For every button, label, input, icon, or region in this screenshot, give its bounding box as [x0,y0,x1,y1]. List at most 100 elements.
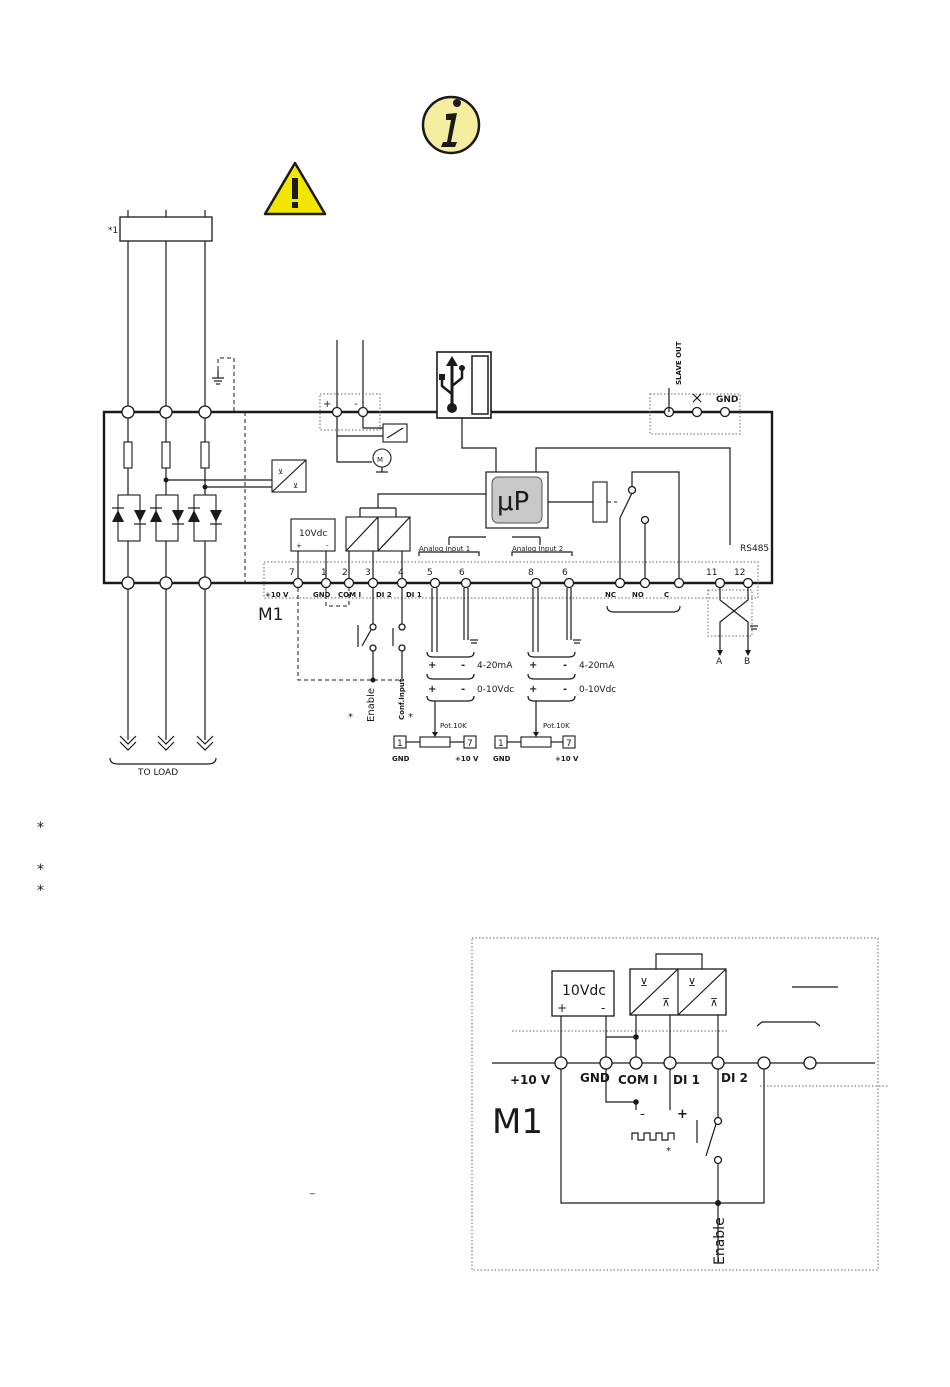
ai2-range-v: 0-10Vdc [579,685,616,695]
detail-enable-label: Enable [712,1217,728,1265]
motor-icon: M [372,448,392,473]
detail-terminal-di2: DI 2 [721,1071,748,1085]
pulse-signal [631,1132,675,1141]
svg-text:M: M [377,456,383,464]
terminal-name-no: NO [632,591,644,599]
ai1-range-ma: 4-20mA [477,661,513,671]
analog-input-2-label: Analog Input 2 [512,545,563,553]
detail-schematic: 10Vdc + - ⊻⊼ ⊻⊼ +10 V GND COM I DI 1 DI … [471,937,888,1271]
detail-vdc-label: 10Vdc [562,983,606,999]
thyristor-2 [150,494,184,542]
footnote-star-3: * [37,883,44,899]
conf-input-label: Conf.Input [398,678,406,720]
detail-star: * [666,1146,671,1157]
detail-terminal-gnd: GND [580,1071,610,1085]
terminal-row [292,577,754,589]
terminal-num-11: 11 [706,568,717,578]
to-load-label: TO LOAD [137,768,178,778]
ai2-plus-2: + [529,684,537,695]
vdc-minus: - [326,542,329,550]
terminal-name-com: COM I [338,591,361,599]
svg-text:⊻: ⊻ [688,976,696,989]
pot2-gnd: GND [493,755,511,763]
footnote-star-2: * [37,862,44,878]
ai1-minus-2: - [461,684,465,695]
enable-label-top: Enable [366,688,377,722]
terminal-num-6b: 6 [562,568,568,578]
usb-icon [436,351,492,419]
load-arrows [119,735,214,751]
module-label-m1: M1 [258,605,283,625]
detail-vdc-minus: - [601,1001,605,1015]
svg-text:⊼: ⊼ [710,996,718,1009]
svg-text:⊻: ⊻ [278,468,283,476]
potentiometer-2 [520,736,552,748]
svg-text:⊻: ⊻ [293,482,298,490]
controller-housing [102,410,774,585]
relay-coil [592,481,608,523]
terminal-num-7: 7 [289,568,295,578]
ai1-plus-1: + [428,660,436,671]
ai2-minus-1: - [563,660,567,671]
terminal-num-8: 8 [528,568,534,578]
slave-out-label: SLAVE OUT [675,341,683,385]
detail-terminal-row [554,1056,817,1070]
terminal-name-10v: +10 V [265,591,289,599]
terminal-name-gnd: GND [313,591,331,599]
terminal-num-5: 5 [427,568,433,578]
pot2-10v: +10 V [555,755,579,763]
pulse-plus: + [677,1107,688,1122]
dash-mark: _ [309,1184,316,1195]
terminal-name-di2: DI 2 [376,591,392,599]
pot1-10v: +10 V [455,755,479,763]
star-conf: * [408,712,413,723]
potentiometer-1 [419,736,451,748]
vdc-supply-box [290,518,336,552]
pot1-gnd: GND [392,755,410,763]
ai2-range-ma: 4-20mA [579,661,615,671]
info-icon [421,95,481,155]
pot2-label: Pot.10K [543,722,570,730]
ai1-plus-2: + [428,684,436,695]
terminal-name-di1: DI 1 [406,591,422,599]
analog-input-1-label: Analog Input 1 [419,545,470,553]
power-plus-label: + [323,399,331,410]
top-schematic: *1 [102,210,774,778]
detail-vdc-box [551,970,615,1017]
terminal-num-4: 4 [398,568,404,578]
rs485-label: RS485 [740,544,769,554]
terminal-num-6a: 6 [459,568,465,578]
terminal-num-1: 1 [321,568,327,578]
pulse-minus: - [640,1107,645,1122]
star1-label: *1 [108,226,118,236]
ai1-minus-1: - [461,660,465,671]
pot2-pin7: 7 [566,739,572,749]
detail-terminal-di1: DI 1 [673,1073,700,1087]
ai1-range-v: 0-10Vdc [477,685,514,695]
rs485-a: A [716,657,723,667]
ai2-minus-2: - [563,684,567,695]
detail-vdc-plus: + [557,1001,567,1015]
footnote-star-1: * [37,820,44,836]
detail-terminal-com: COM I [618,1073,658,1087]
power-minus-label: - [354,399,358,410]
pot1-pin1: 1 [397,739,403,749]
thyristor-1 [112,494,146,542]
terminal-name-c: C [664,591,669,599]
star-enable: * [348,712,353,723]
terminal-num-3: 3 [365,568,371,578]
gnd-top-label: GND [716,395,738,405]
terminal-num-2: 2 [342,568,348,578]
terminal-num-12: 12 [734,568,745,578]
vdc-plus: + [296,542,302,550]
rs485-b: B [744,657,750,667]
warning-icon [263,161,327,216]
pot1-label: Pot.10K [440,722,467,730]
breaker-box [119,216,213,242]
pot2-pin1: 1 [498,739,504,749]
ground-icon [212,370,224,385]
vdc-label: 10Vdc [299,529,327,539]
svg-text:⊻: ⊻ [640,976,648,989]
detail-terminal-10v: +10 V [510,1073,551,1087]
